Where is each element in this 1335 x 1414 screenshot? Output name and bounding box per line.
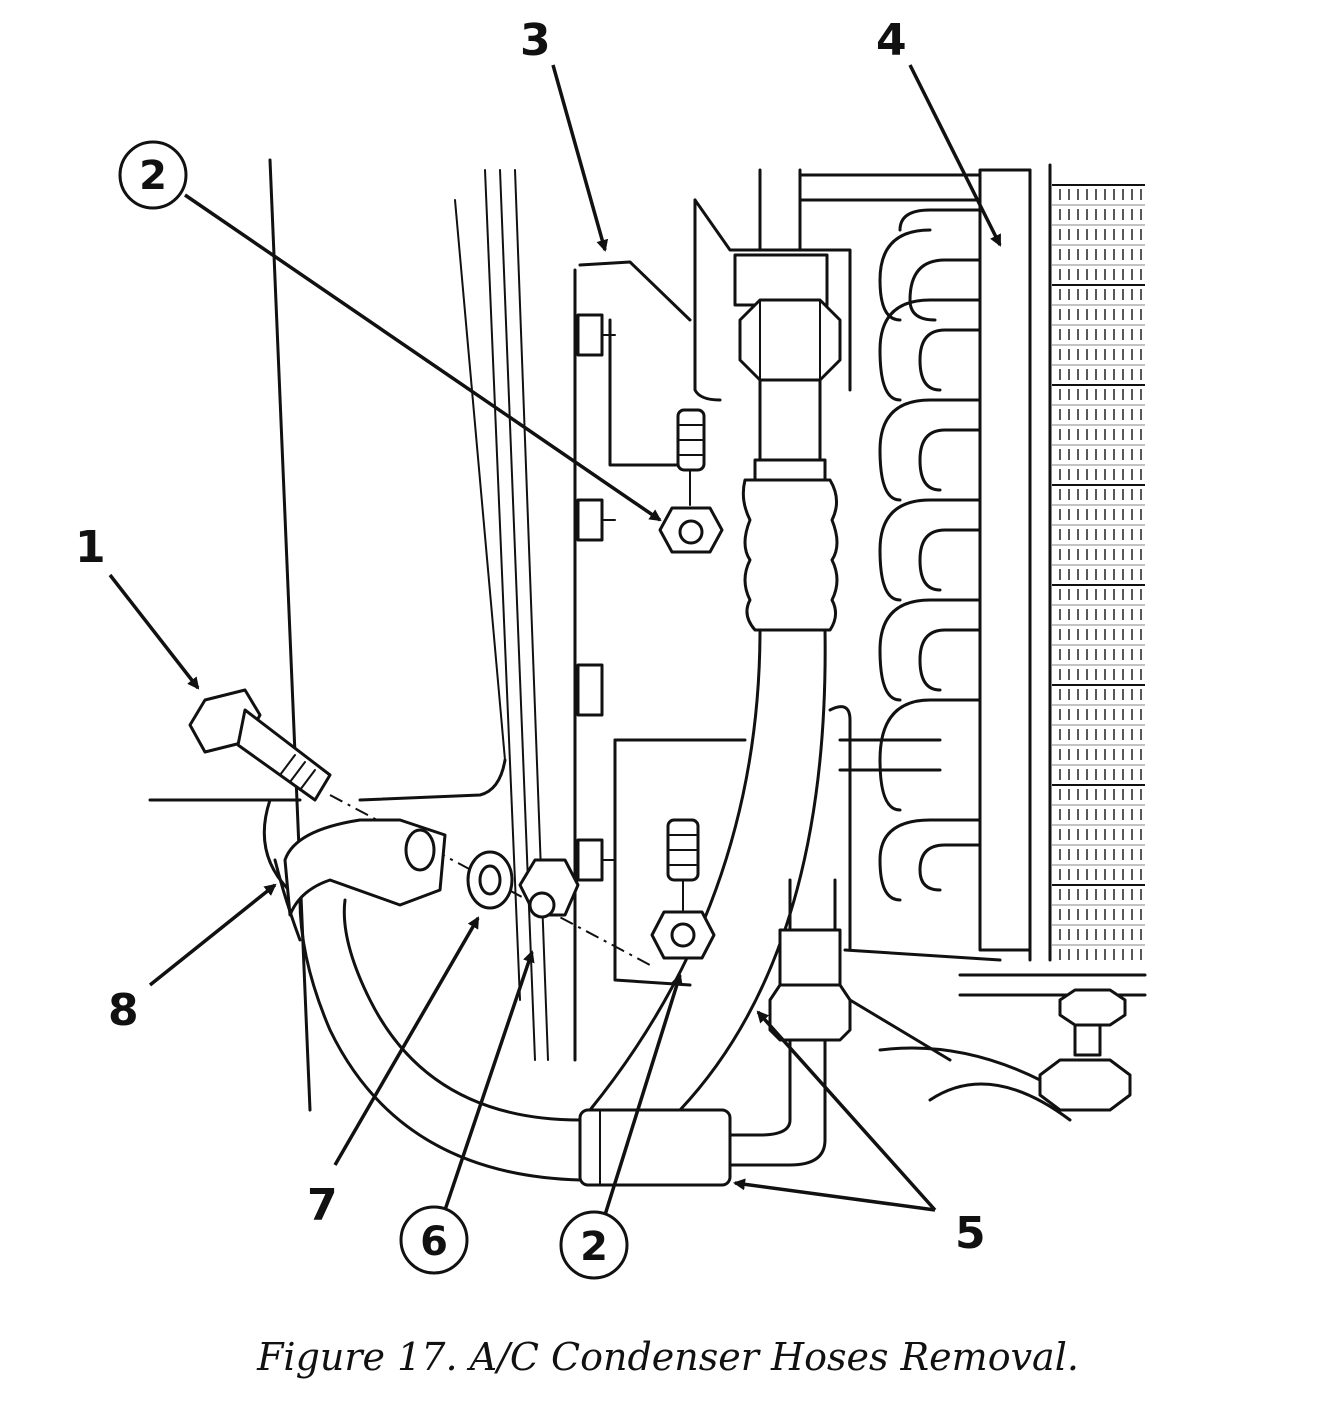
callout-4-label: 4 xyxy=(876,15,907,66)
callout-8: 8 xyxy=(108,985,139,1036)
callout-2-bottom: 2 xyxy=(559,1210,629,1280)
callout-3: 3 xyxy=(520,15,551,66)
mounting-bracket xyxy=(573,260,747,1062)
callout-8-label: 8 xyxy=(108,985,139,1036)
condenser-hose-upper xyxy=(588,478,839,1112)
callout-1-label: 1 xyxy=(75,522,106,573)
callout-7: 7 xyxy=(307,1180,338,1231)
studs-and-nuts xyxy=(650,408,724,960)
vehicle-frame xyxy=(148,158,549,1112)
callout-2-top-label: 2 xyxy=(139,153,167,199)
leader-lines xyxy=(108,64,1002,1216)
condenser-hose-lower xyxy=(298,878,852,1187)
callout-3-label: 3 xyxy=(520,15,551,66)
callout-7-label: 7 xyxy=(307,1180,338,1231)
mount-hardware xyxy=(848,988,1132,1122)
callout-6-label: 6 xyxy=(420,1219,448,1265)
callout-1: 1 xyxy=(75,522,106,573)
condenser-coils xyxy=(828,208,1002,962)
bolt-clamp-assembly xyxy=(188,688,651,966)
callout-5-label: 5 xyxy=(955,1208,986,1259)
callout-4: 4 xyxy=(876,15,907,66)
upper-fitting xyxy=(693,168,1002,482)
callout-6: 6 xyxy=(399,1205,469,1275)
condenser-fins xyxy=(958,163,1147,997)
callout-2-top: 2 xyxy=(118,140,188,210)
callout-5: 5 xyxy=(955,1208,986,1259)
figure-caption: Figure 17. A/C Condenser Hoses Removal. xyxy=(256,1335,1079,1379)
callout-2-bottom-label: 2 xyxy=(580,1224,608,1270)
